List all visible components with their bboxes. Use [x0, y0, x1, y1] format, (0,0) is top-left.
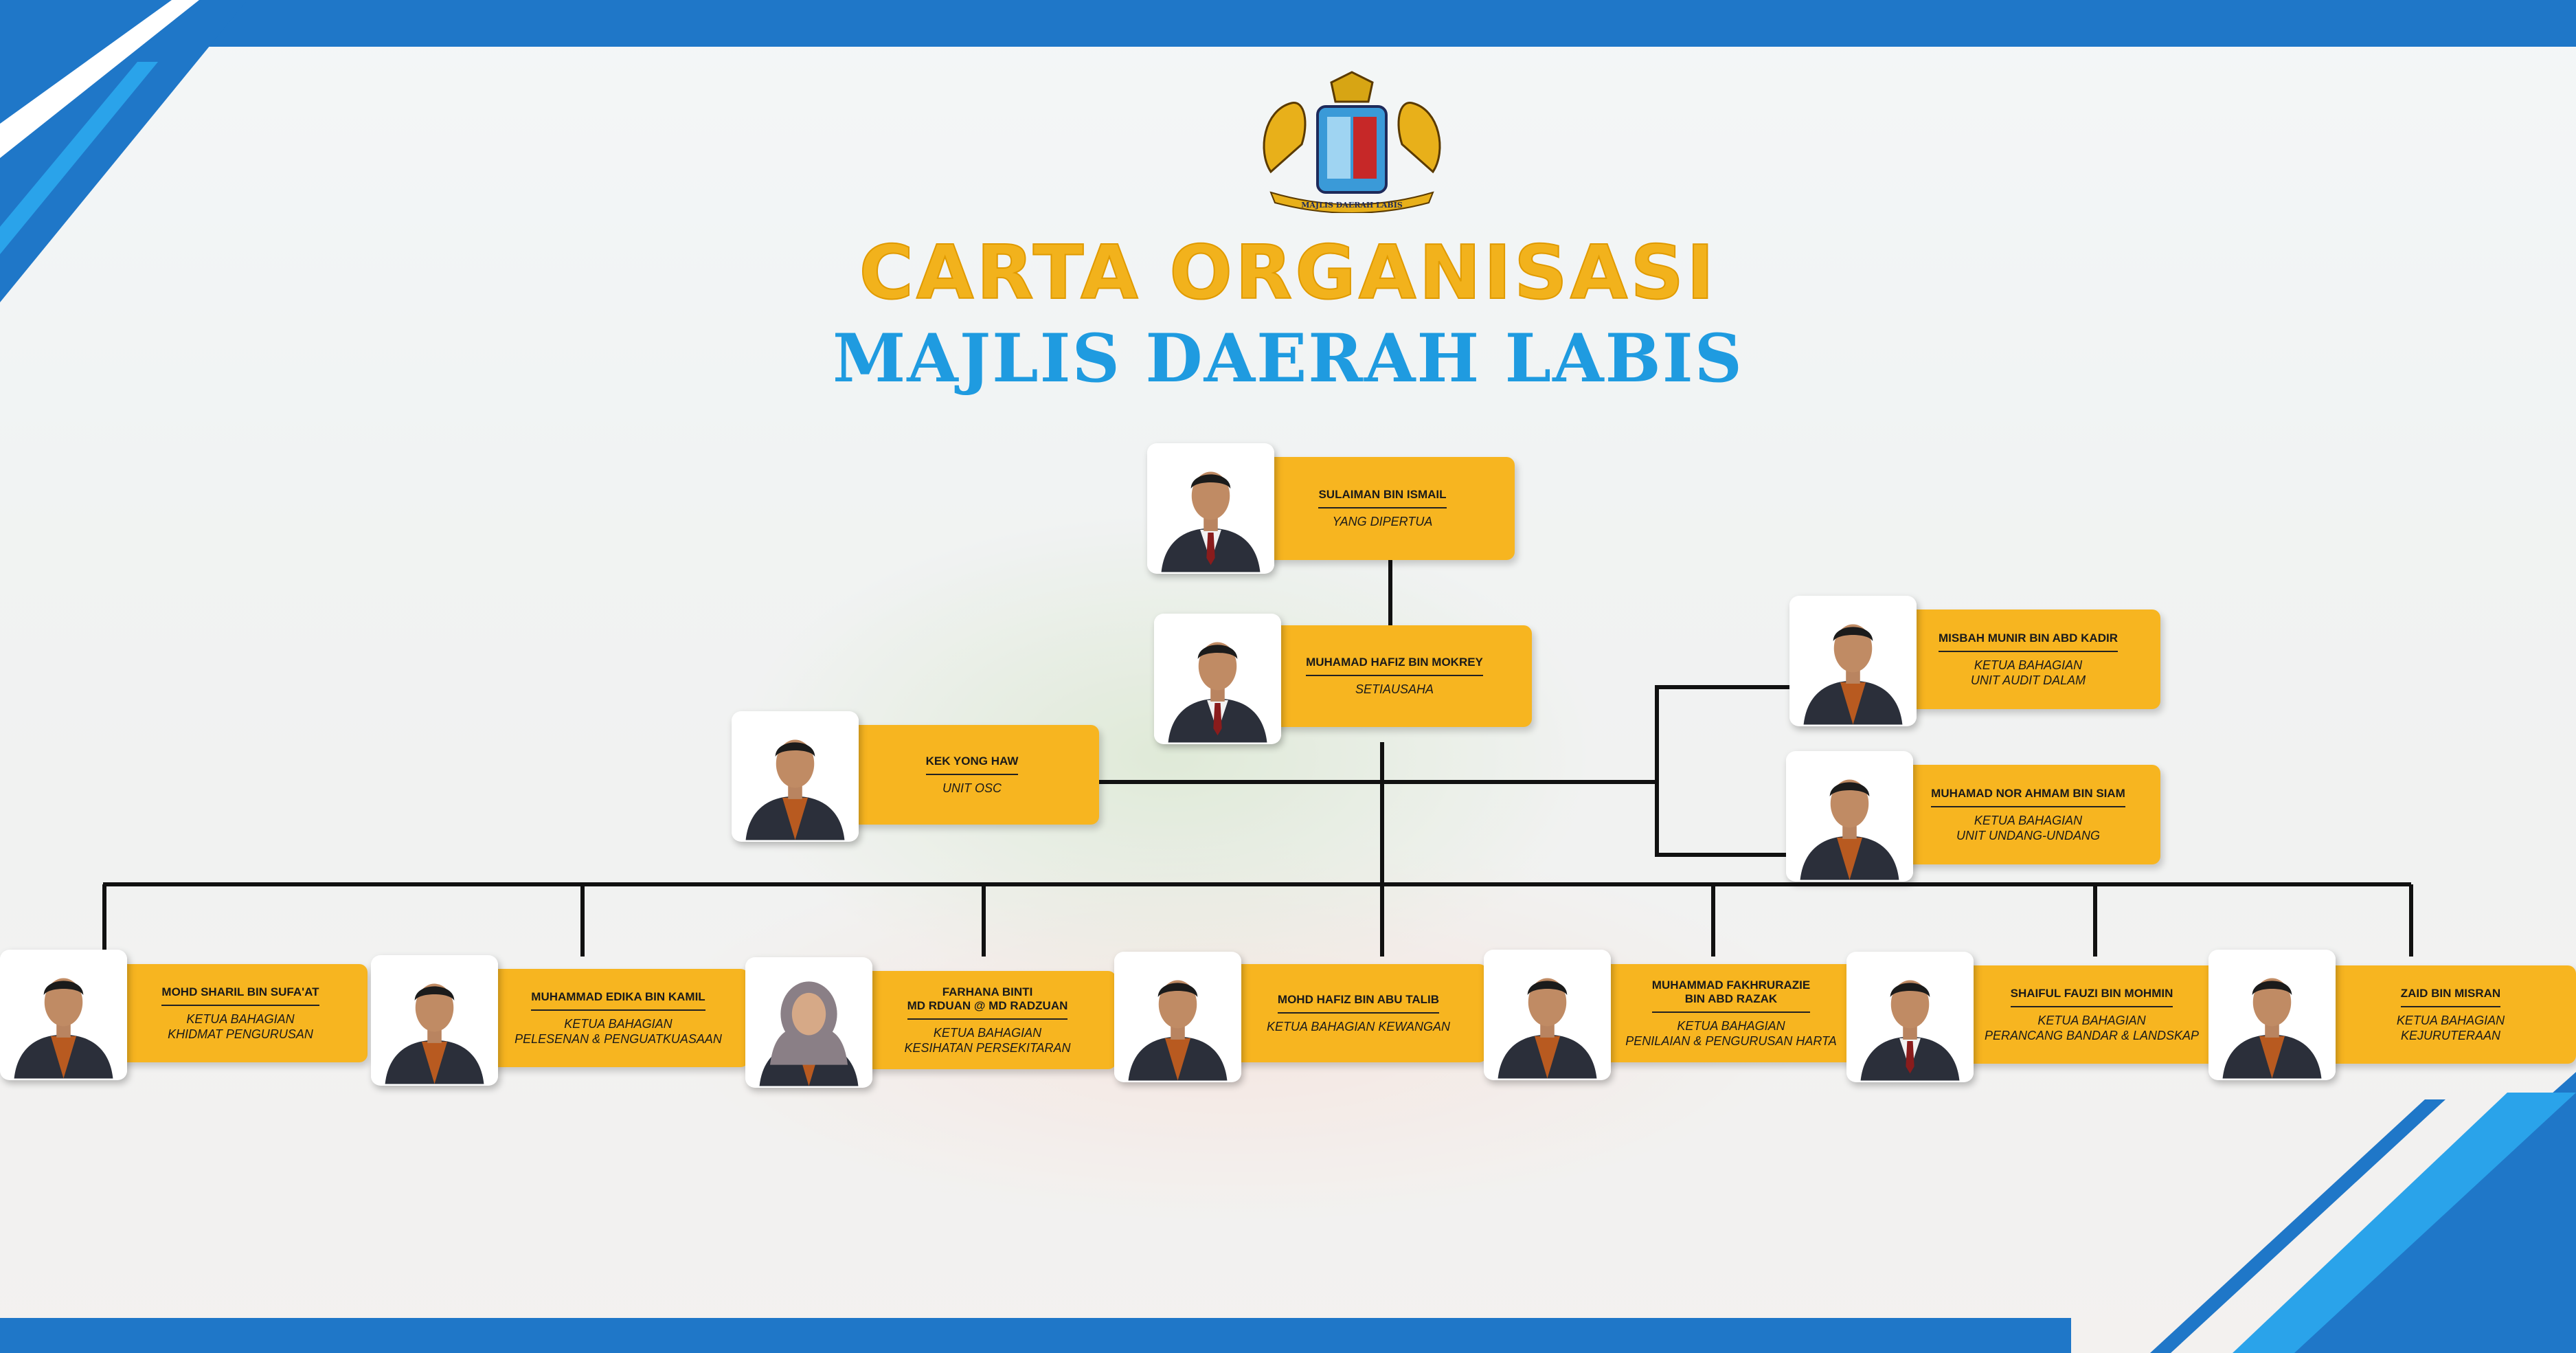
- person-photo: [371, 955, 498, 1086]
- person-photo: [1484, 950, 1611, 1080]
- person-photo: [1786, 751, 1913, 882]
- person-role: YANG DIPERTUA: [1332, 515, 1433, 528]
- person-photo: [2208, 950, 2336, 1080]
- person-role: KETUA BAHAGIAN KESIHATAN PERSEKITARAN: [904, 1025, 1071, 1055]
- person-photo: [1154, 614, 1281, 744]
- corner-stripes-bottom-right: [2150, 1072, 2576, 1353]
- person-role: SETIAUSAHA: [1355, 682, 1434, 696]
- person-name: ZAID BIN MISRAN: [2400, 987, 2501, 1007]
- person-card: MISBAH MUNIR BIN ABD KADIR KETUA BAHAGIAN…: [1896, 610, 2160, 709]
- person-photo: [0, 950, 127, 1080]
- svg-text:MAJLIS DAERAH LABIS: MAJLIS DAERAH LABIS: [1301, 201, 1403, 210]
- person-card: MOHD SHARIL BIN SUFA'AT KETUA BAHAGIAN KH…: [113, 964, 368, 1062]
- person-card: MUHAMAD NOR AHMAM BIN SIAM KETUA BAHAGIAN…: [1896, 765, 2160, 864]
- person-role: KETUA BAHAGIAN KHIDMAT PENGURUSAN: [168, 1011, 313, 1041]
- person-photo: [1114, 952, 1241, 1082]
- person-role: KETUA BAHAGIAN PERANCANG BANDAR & LANDSK…: [1984, 1013, 2200, 1042]
- person-name: MOHD HAFIZ BIN ABU TALIB: [1277, 993, 1440, 1014]
- council-crest-logo: MAJLIS DAERAH LABIS: [1263, 71, 1441, 213]
- person-role: UNIT OSC: [942, 781, 1002, 795]
- person-photo: [732, 711, 859, 842]
- chart-subtitle: MAJLIS DAERAH LABIS: [833, 320, 1743, 397]
- chart-title: CARTA ORGANISASI: [859, 230, 1717, 317]
- person-photo: [1789, 596, 1917, 726]
- person-card: ZAID BIN MISRAN KETUA BAHAGIAN KEJURUTERA…: [2325, 965, 2576, 1064]
- person-name: MUHAMAD HAFIZ BIN MOKREY: [1306, 656, 1483, 676]
- person-card: MUHAMMAD FAKHRURAZIE BIN ABD RAZAK KETUA …: [1601, 964, 1862, 1062]
- person-role: KETUA BAHAGIAN PELESENAN & PENGUATKUASAA…: [515, 1016, 722, 1046]
- person-photo: [1846, 952, 1974, 1082]
- person-card: SHAIFUL FAUZI BIN MOHMIN KETUA BAHAGIAN P…: [1961, 965, 2222, 1064]
- person-photo: [1147, 443, 1274, 574]
- person-role: KETUA BAHAGIAN KEWANGAN: [1266, 1019, 1451, 1033]
- person-name: MUHAMAD NOR AHMAM BIN SIAM: [1931, 787, 2125, 807]
- person-name: KEK YONG HAW: [925, 754, 1019, 775]
- person-name: FARHANA BINTI MD RDUAN @ MD RADZUAN: [907, 985, 1068, 1020]
- person-role: KETUA BAHAGIAN PENILAIAN & PENGURUSAN HA…: [1625, 1018, 1837, 1048]
- person-role: KETUA BAHAGIAN KEJURUTERAAN: [2396, 1013, 2505, 1042]
- bottom-bar: [0, 1318, 2071, 1353]
- person-card: MUHAMAD HAFIZ BIN MOKREY SETIAUSAHA: [1257, 625, 1532, 727]
- person-card: MUHAMMAD EDIKA BIN KAMIL KETUA BAHAGIAN P…: [488, 969, 749, 1067]
- person-name: MUHAMMAD EDIKA BIN KAMIL: [531, 990, 705, 1011]
- person-card: SULAIMAN BIN ISMAIL YANG DIPERTUA: [1250, 457, 1515, 560]
- person-card: KEK YONG HAW UNIT OSC: [845, 725, 1099, 825]
- person-card: FARHANA BINTI MD RDUAN @ MD RADZUAN KETUA…: [859, 971, 1116, 1069]
- person-card: MOHD HAFIZ BIN ABU TALIB KETUA BAHAGIAN K…: [1230, 964, 1487, 1062]
- person-role: KETUA BAHAGIAN UNIT AUDIT DALAM: [1970, 658, 2086, 687]
- person-name: SULAIMAN BIN ISMAIL: [1318, 488, 1447, 508]
- person-name: MOHD SHARIL BIN SUFA'AT: [161, 985, 319, 1006]
- person-name: MISBAH MUNIR BIN ABD KADIR: [1939, 631, 2118, 652]
- person-name: MUHAMMAD FAKHRURAZIE BIN ABD RAZAK: [1651, 979, 1811, 1013]
- top-bar: [0, 0, 2576, 47]
- person-photo: [745, 957, 872, 1088]
- person-role: KETUA BAHAGIAN UNIT UNDANG-UNDANG: [1956, 813, 2100, 842]
- corner-stripes-top-left: [0, 0, 247, 302]
- person-name: SHAIFUL FAUZI BIN MOHMIN: [2010, 987, 2173, 1007]
